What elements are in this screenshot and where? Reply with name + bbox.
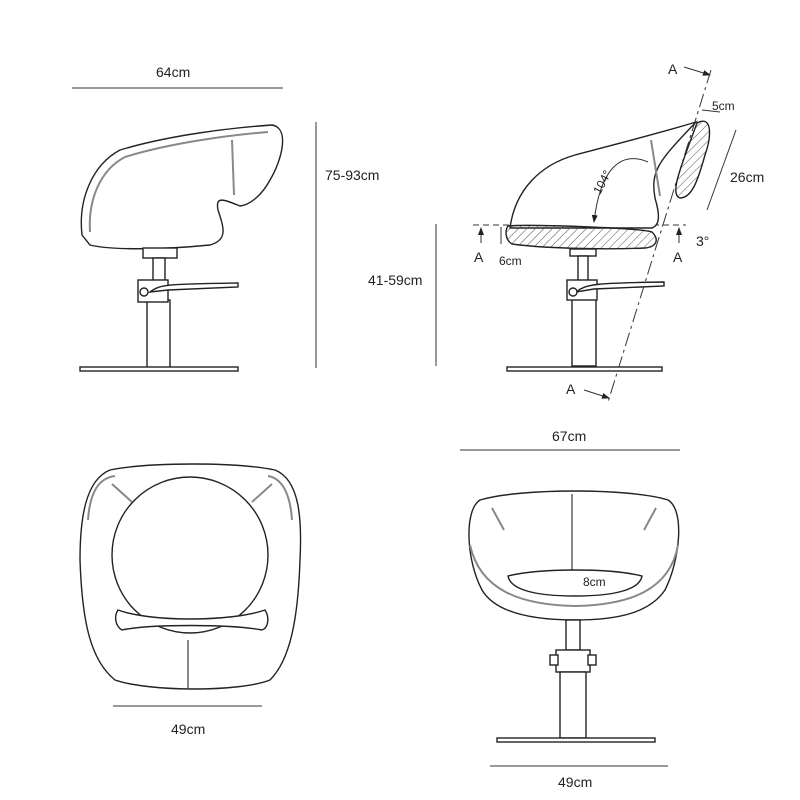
thickness-tick	[701, 109, 721, 113]
section-upper-column	[577, 255, 589, 283]
section-label-left: A	[474, 249, 484, 265]
section-axis-line	[607, 69, 712, 403]
section-pivot-bolt	[568, 287, 578, 297]
section-arrow-top	[683, 66, 711, 76]
top-rim-seam	[87, 475, 293, 521]
section-seat-mount	[569, 248, 597, 257]
top-seam-right	[251, 483, 273, 503]
section-pump-lever	[573, 281, 665, 294]
top-seam-left	[111, 483, 133, 503]
section-view: 41-59cm 104° 5cm 26cm 3° 6cm A A A A	[368, 61, 764, 403]
back-seam	[231, 139, 235, 196]
base-width-label: 49cm	[558, 774, 592, 790]
headrest-section	[675, 120, 711, 199]
section-label-right: A	[673, 249, 683, 265]
front-upper-column	[565, 619, 581, 651]
front-lower-column	[559, 671, 587, 739]
front-width-label: 67cm	[552, 428, 586, 444]
seat-height-label: 41-59cm	[368, 272, 422, 288]
section-arrow-bottom	[583, 389, 610, 399]
lower-column	[146, 299, 171, 369]
shell-seam	[88, 131, 269, 233]
front-seam-right	[643, 507, 657, 531]
top-front-edge	[114, 609, 269, 631]
pump-lever	[147, 282, 239, 293]
section-shell	[509, 120, 699, 229]
section-base-plate	[506, 366, 663, 372]
pivot-bolt	[139, 287, 149, 297]
side-view: 64cm 75-93cm	[72, 64, 379, 372]
front-rim-seam	[469, 544, 679, 608]
section-label-bottom: A	[566, 381, 576, 397]
headrest-dimension-line	[706, 129, 737, 211]
upper-column	[152, 257, 166, 284]
seat-depth-label: 8cm	[583, 575, 606, 589]
seat-tilt-label: 3°	[696, 233, 709, 249]
top-seat-cushion	[111, 476, 269, 634]
top-width-label: 49cm	[171, 721, 205, 737]
headrest-thickness-label: 5cm	[712, 99, 735, 113]
front-knob-left	[549, 654, 559, 666]
top-view: 49cm	[79, 463, 302, 737]
side-height-label: 75-93cm	[325, 167, 379, 183]
headrest-height-label: 26cm	[730, 169, 764, 185]
front-lift-bracket	[555, 649, 591, 673]
front-knob-right	[587, 654, 597, 666]
front-view: 67cm 8cm 49cm	[460, 428, 680, 790]
front-base-plate	[496, 737, 656, 743]
front-seam-left	[491, 507, 505, 531]
front-seat-cushion	[507, 569, 643, 597]
section-lower-column	[571, 297, 597, 367]
angle-arc	[591, 158, 649, 223]
section-label-top: A	[668, 61, 678, 77]
side-width-label: 64cm	[156, 64, 190, 80]
base-plate	[79, 366, 239, 372]
seat-mount	[142, 247, 178, 259]
front-shell	[468, 490, 680, 621]
section-seam	[650, 139, 661, 197]
seat-thickness-label: 6cm	[499, 254, 522, 268]
seat-section	[505, 224, 657, 250]
